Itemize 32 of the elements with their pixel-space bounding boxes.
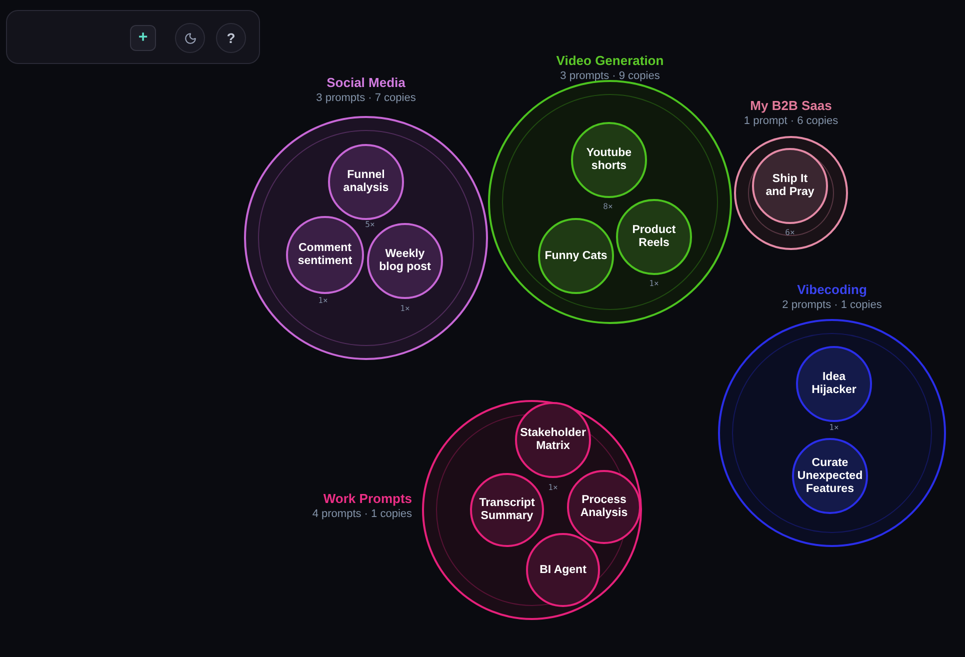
add-button: +: [130, 25, 156, 51]
group-stats: 4 prompts · 1 copies: [312, 507, 412, 521]
group-title: Work Prompts: [323, 491, 412, 507]
copy-count: 1×: [400, 304, 410, 314]
group-title: Social Media: [326, 75, 406, 91]
copy-count: 1×: [829, 423, 839, 433]
group-stats: 2 prompts · 1 copies: [782, 298, 882, 312]
prompt-name: BI Agent: [538, 564, 588, 576]
prompt-name: Product Reels: [631, 224, 677, 250]
group-title: My B2B Saas: [750, 98, 832, 114]
prompt-name: Stakeholder Matrix: [519, 427, 587, 453]
group-stats: 3 prompts · 9 copies: [560, 69, 660, 83]
group-stats: 1 prompt · 6 copies: [744, 114, 838, 128]
prompt-name: Process Analysis: [579, 494, 629, 520]
prompt-name: Idea Hijacker: [810, 371, 858, 397]
copy-count: 1×: [649, 279, 659, 289]
prompt-name: Funny Cats: [544, 250, 608, 262]
copy-count: 5×: [365, 220, 375, 230]
group-title: Vibecoding: [797, 282, 867, 298]
copy-count: 1×: [318, 296, 328, 306]
copy-count: 6×: [785, 228, 795, 238]
prompt-name: Transcript Summary: [478, 497, 536, 523]
group-title: Video Generation: [556, 53, 664, 69]
prompt-name: Ship It and Pray: [764, 173, 816, 199]
prompt-name: Curate Unexpected Features: [796, 456, 864, 496]
prompt-name: Funnel analysis: [342, 169, 390, 195]
group-stats: 3 prompts · 7 copies: [316, 91, 416, 105]
prompt-name: Youtube shorts: [585, 147, 633, 173]
prompt-name: Comment sentiment: [296, 242, 354, 268]
prompt-name: Weekly blog post: [378, 248, 432, 274]
copy-count: 8×: [603, 202, 613, 212]
copy-count: 1×: [548, 483, 558, 493]
